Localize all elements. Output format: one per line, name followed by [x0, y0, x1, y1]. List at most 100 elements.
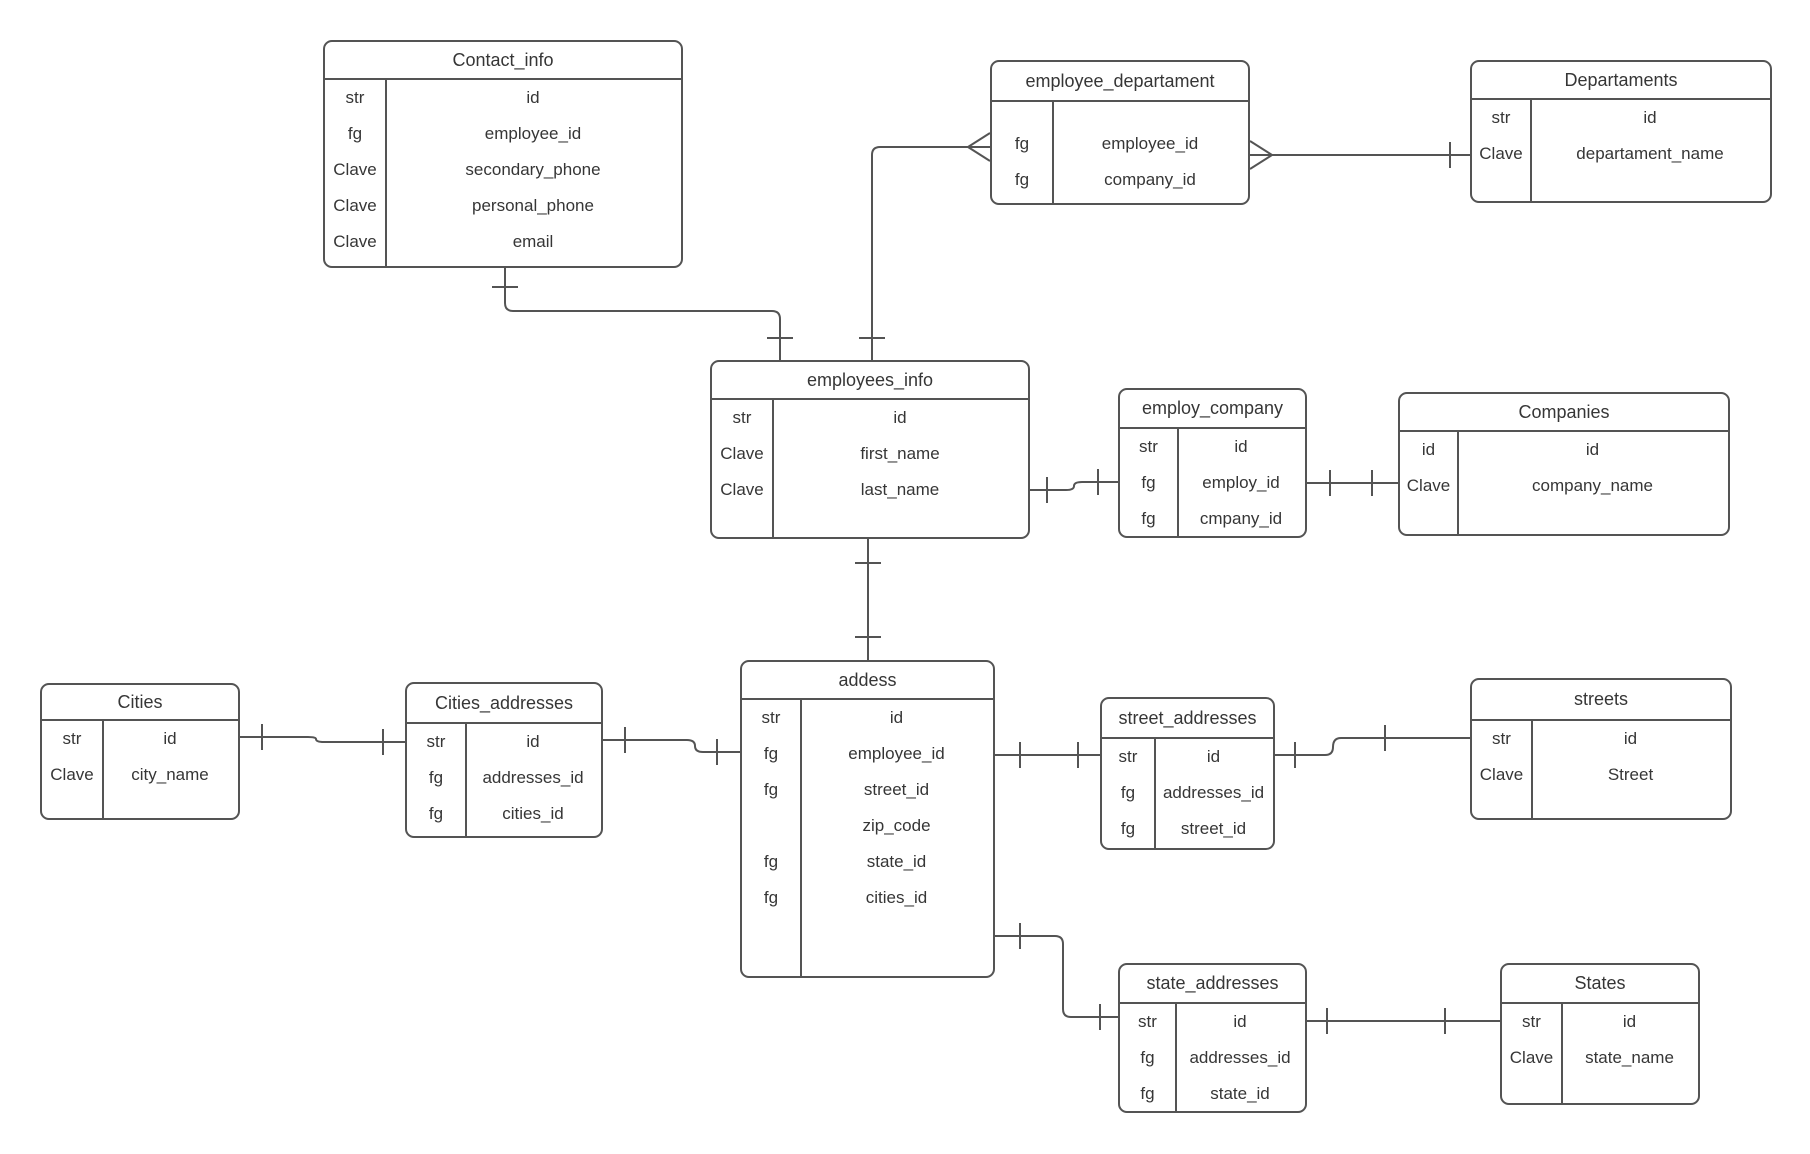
- field-key-type: fg: [763, 888, 779, 907]
- field-key-type: str: [1522, 1012, 1541, 1031]
- field-name: state_id: [1210, 1084, 1270, 1103]
- field-name: first_name: [860, 444, 940, 463]
- field-key-type: fg: [1140, 1084, 1155, 1103]
- connector-contact-info--employees-info: [504, 268, 781, 360]
- field-name: street_id: [1180, 819, 1247, 838]
- field-row: fg street_id: [1102, 811, 1273, 847]
- field-row: str id: [325, 80, 681, 116]
- field-key-type: Clave: [333, 196, 377, 215]
- crow-foot-many-marker: [967, 146, 991, 162]
- field-key-type: Clave: [1509, 1048, 1554, 1067]
- field-key-type: Clave: [1479, 765, 1524, 784]
- field-key-type: fg: [1120, 819, 1136, 838]
- key-column-divider: [1530, 100, 1532, 201]
- field-row: str id: [42, 721, 238, 757]
- field-name: city_name: [131, 765, 209, 784]
- field-key-type: fg: [763, 744, 779, 763]
- field-key-type: id: [1421, 440, 1436, 459]
- field-name: company_id: [1104, 170, 1196, 189]
- connector-employees-info--employee-departament: [871, 146, 968, 360]
- field-key-type: fg: [763, 780, 779, 799]
- field-name: state_id: [866, 852, 927, 871]
- connector-employees-info--employ-company: [1030, 481, 1118, 491]
- connector-cities--cities-addresses: [240, 736, 405, 743]
- field-key-type: str: [345, 88, 365, 107]
- connector-street-addresses--streets: [1275, 737, 1470, 756]
- field-key-type: Clave: [720, 444, 764, 463]
- field-row: str id: [1502, 1004, 1698, 1040]
- field-name: cmpany_id: [1199, 509, 1283, 528]
- key-column-divider: [465, 724, 467, 836]
- field-name: id: [526, 88, 540, 107]
- field-key-type: fg: [763, 852, 779, 871]
- field-name: cities_id: [502, 804, 564, 823]
- entity-title: employee_departament: [992, 62, 1248, 102]
- field-name: employ_id: [1202, 473, 1280, 492]
- entity-title: employ_company: [1120, 390, 1305, 429]
- field-key-type: Clave: [333, 160, 377, 179]
- entity-title: state_addresses: [1120, 965, 1305, 1004]
- field-name: zip_code: [862, 816, 931, 835]
- field-name: employee_id: [1101, 134, 1199, 153]
- field-key-type: fg: [1120, 783, 1136, 802]
- key-column-divider: [1457, 432, 1459, 534]
- field-name: id: [1234, 437, 1248, 456]
- entity-title: States: [1502, 965, 1698, 1004]
- field-key-type: fg: [1014, 170, 1030, 189]
- field-name: id: [889, 708, 904, 727]
- field-name: id: [1585, 440, 1600, 459]
- field-row: id id: [1400, 432, 1728, 468]
- field-key-type: str: [426, 732, 446, 751]
- field-name: employee_id: [848, 744, 945, 763]
- field-key-type: fg: [1140, 1048, 1155, 1067]
- field-key-type: str: [62, 729, 82, 748]
- key-column-divider: [1177, 429, 1179, 536]
- field-name: id: [1643, 108, 1657, 127]
- key-column-divider: [1175, 1004, 1177, 1111]
- field-key-type: fg: [1141, 473, 1156, 492]
- field-key-type: str: [1138, 1012, 1157, 1031]
- field-row: fg state_id: [742, 844, 993, 880]
- field-key-type: str: [761, 708, 781, 727]
- field-name: id: [1622, 1012, 1637, 1031]
- crow-foot-many-marker: [967, 132, 991, 148]
- field-key-type: str: [1491, 108, 1511, 127]
- entity-title: Cities: [42, 685, 238, 721]
- key-column-divider: [385, 80, 387, 266]
- field-key-type: str: [1118, 747, 1138, 766]
- field-name: id: [1623, 729, 1638, 748]
- field-row: fg addresses_id: [1120, 1040, 1305, 1076]
- key-column-divider: [1561, 1004, 1563, 1103]
- field-key-type: str: [1139, 437, 1158, 456]
- field-row: str id: [1472, 100, 1770, 136]
- key-column-divider: [800, 700, 802, 976]
- field-name: id: [163, 729, 177, 748]
- connector-addess--state-addresses: [995, 935, 1118, 1018]
- field-key-type: fg: [428, 768, 444, 787]
- field-name: addresses_id: [1189, 1048, 1291, 1067]
